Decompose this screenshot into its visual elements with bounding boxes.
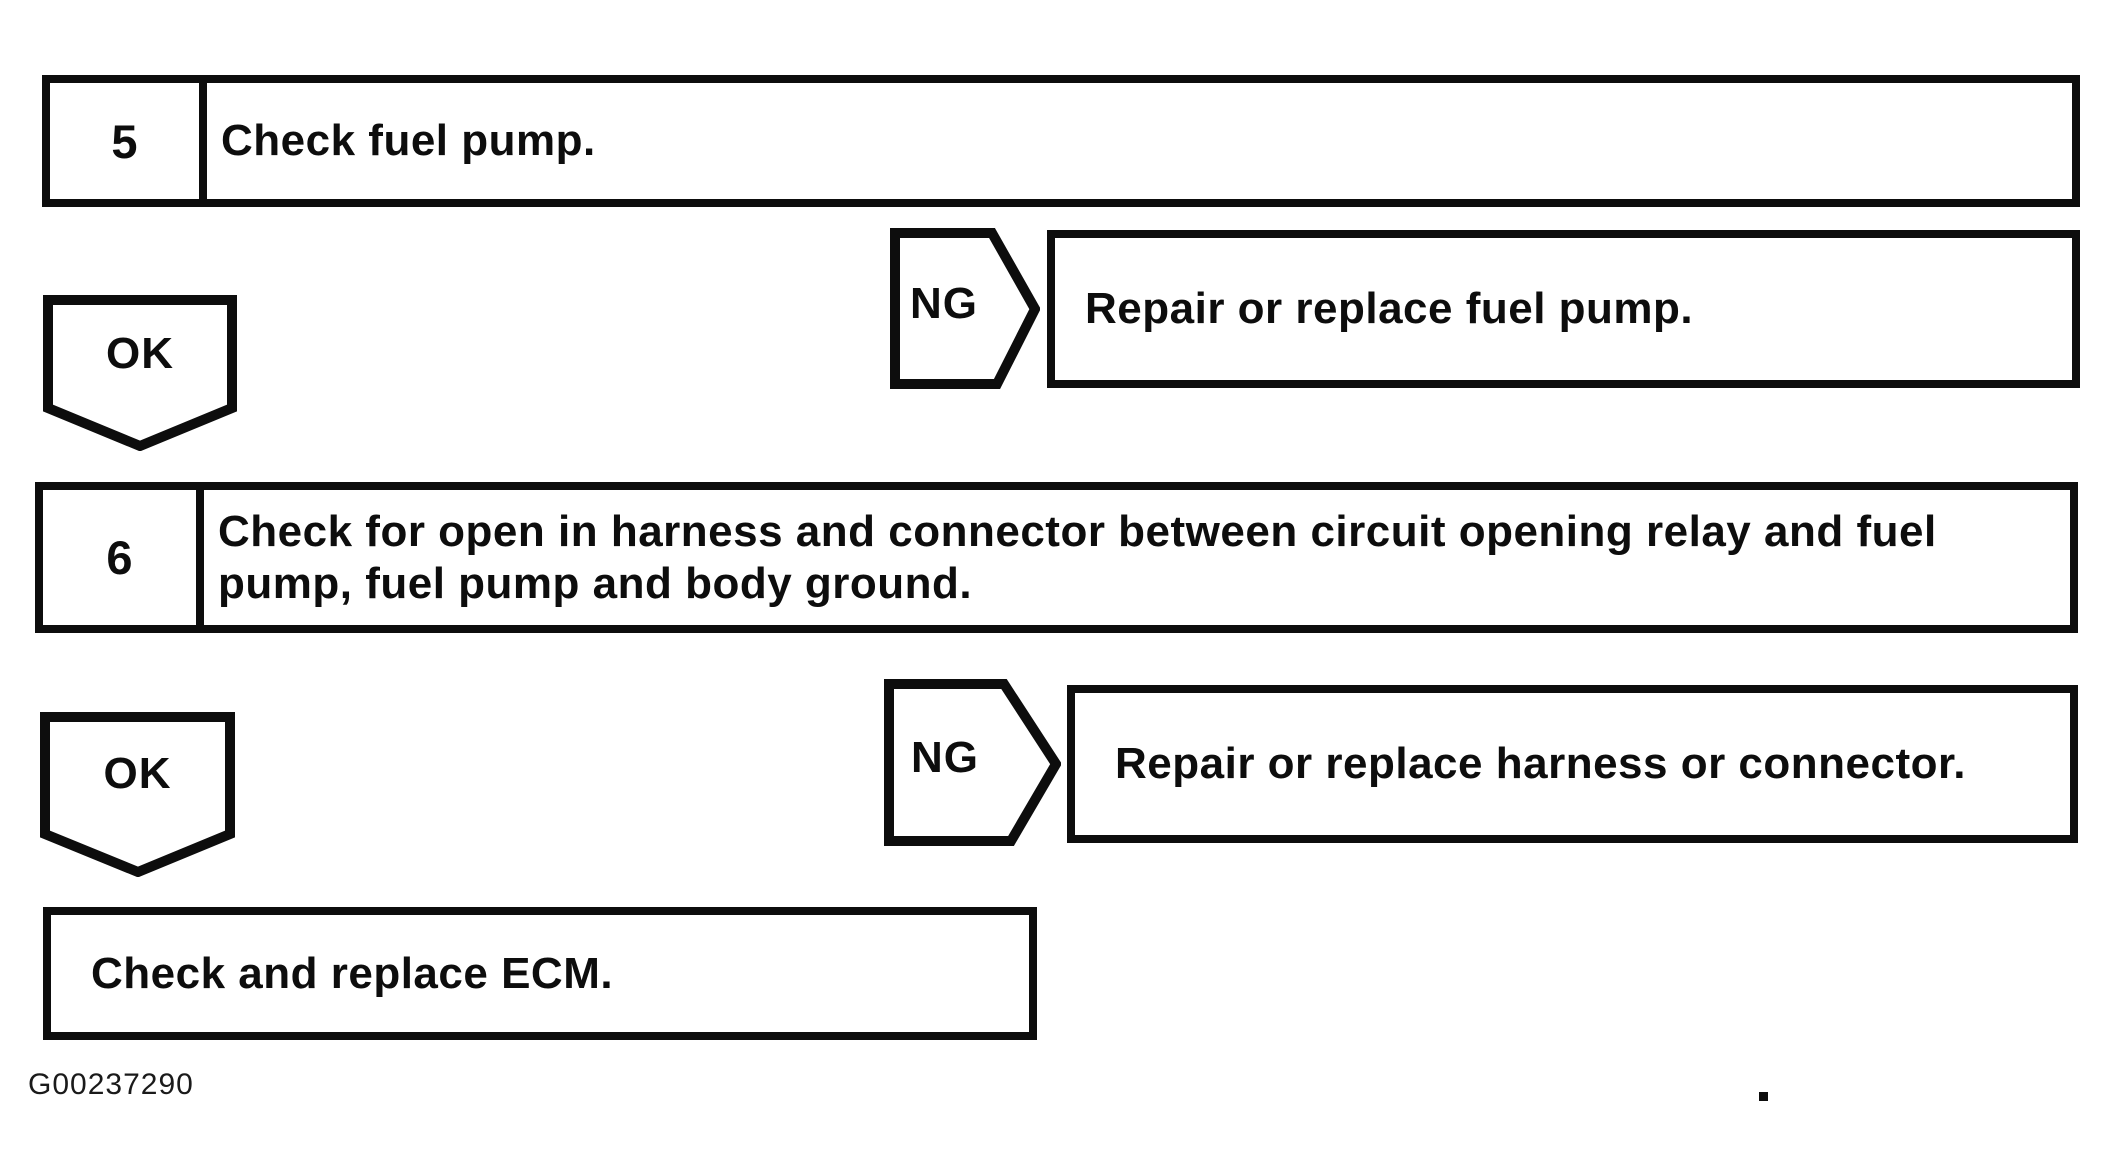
ng-label-1: NG — [910, 279, 978, 328]
ok-connector-1: OK — [43, 295, 237, 451]
ng-result-box-2: Repair or replace harness or connector. — [1067, 685, 2078, 843]
ng-result-text-2: Repair or replace harness or connector. — [1115, 739, 1966, 788]
ng-result-box-1: Repair or replace fuel pump. — [1047, 230, 2080, 388]
ng-pentagon-right-icon — [884, 679, 1061, 846]
ok-label-2: OK — [103, 749, 172, 798]
step-box-5: 5 Check fuel pump. — [42, 75, 2080, 207]
ng-connector-2: NG — [884, 679, 1061, 846]
ng-result-text-1: Repair or replace fuel pump. — [1085, 284, 1694, 333]
step-6-number-cell: 6 — [43, 490, 204, 625]
ok-pentagon-down-icon — [43, 295, 237, 451]
ng-pentagon-right-icon — [890, 228, 1040, 389]
step-5-number: 5 — [111, 114, 138, 168]
ng-label-2: NG — [911, 733, 979, 782]
step-5-number-cell: 5 — [50, 83, 207, 199]
step-6-number: 6 — [106, 531, 133, 584]
ok-label-1: OK — [106, 329, 174, 378]
ok-connector-2: OK — [40, 712, 235, 877]
ng-connector-1: NG — [890, 228, 1040, 389]
step-5-instruction: Check fuel pump. — [221, 116, 596, 166]
step-6-instruction: Check for open in harness and connector … — [218, 506, 1937, 608]
figure-id: G00237290 — [28, 1068, 194, 1101]
scan-artifact-dot — [1759, 1092, 1768, 1101]
ok-pentagon-down-icon — [40, 712, 235, 877]
step-box-6: 6 Check for open in harness and connecto… — [35, 482, 2078, 633]
final-action-box: Check and replace ECM. — [43, 907, 1037, 1040]
final-action-text: Check and replace ECM. — [91, 948, 614, 998]
